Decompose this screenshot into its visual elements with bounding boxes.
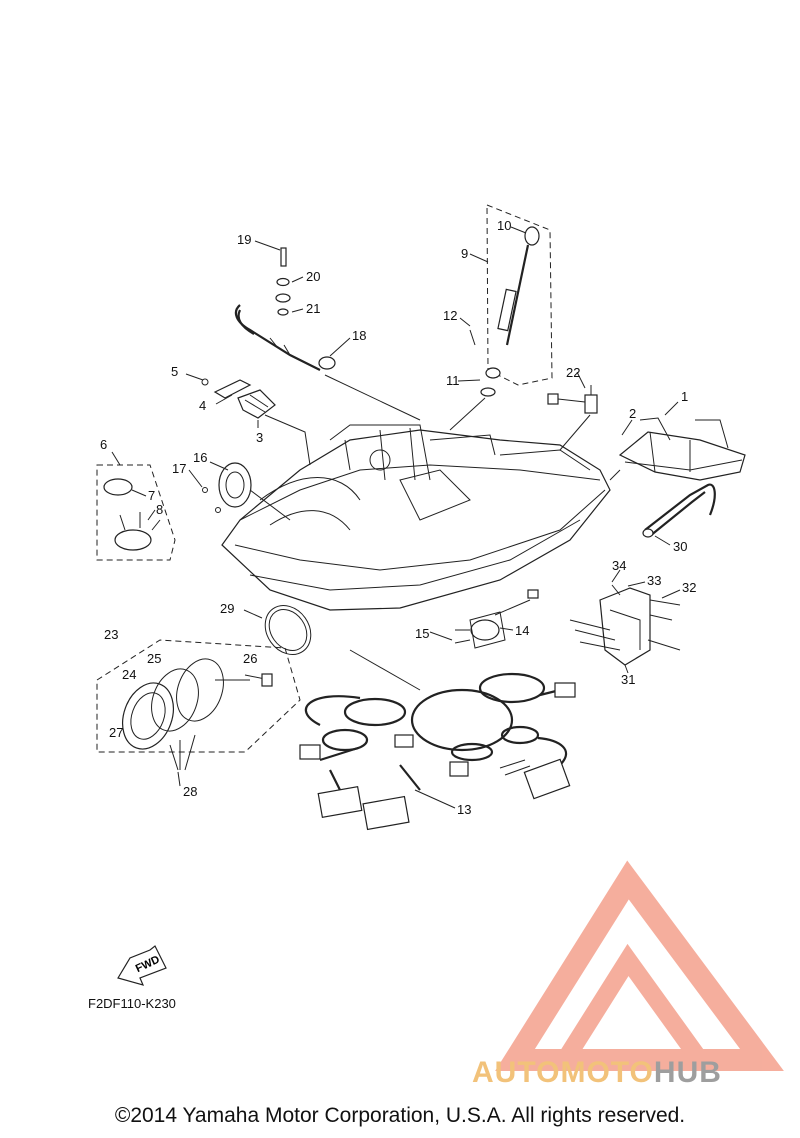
callout-22: 22 xyxy=(566,365,580,380)
callout-27: 27 xyxy=(109,725,123,740)
part-30-rail-illustration xyxy=(642,483,716,538)
part-22-illustration xyxy=(547,385,598,451)
callout-23: 23 xyxy=(104,627,118,642)
callout-8: 8 xyxy=(156,502,163,517)
callout-20: 20 xyxy=(306,269,320,284)
callout-14: 14 xyxy=(515,623,529,638)
part-29-ring-illustration xyxy=(264,605,312,655)
callout-18: 18 xyxy=(352,328,366,343)
callout-9: 9 xyxy=(461,246,468,261)
callout-10: 10 xyxy=(497,218,511,233)
fwd-arrow-icon: FWD xyxy=(117,945,167,986)
part-1-2-illustration xyxy=(609,417,746,481)
callout-5: 5 xyxy=(171,364,178,379)
watermark-text: AUTOMOTOHUB xyxy=(472,1056,722,1090)
callout-31: 31 xyxy=(621,672,635,687)
callout-12: 12 xyxy=(443,308,457,323)
callout-16: 16 xyxy=(193,450,207,465)
part-18-rail-illustration xyxy=(234,247,421,421)
callout-29: 29 xyxy=(220,601,234,616)
callout-17: 17 xyxy=(172,461,186,476)
callout-7: 7 xyxy=(148,488,155,503)
callout-33: 33 xyxy=(647,573,661,588)
part-14-illustration xyxy=(454,589,539,649)
callout-11: 11 xyxy=(446,373,460,388)
part-3-4-5-illustration xyxy=(201,378,311,466)
callout-2: 2 xyxy=(629,406,636,421)
boat-hull-illustration xyxy=(221,424,611,611)
callout-21: 21 xyxy=(306,301,320,316)
callout-24: 24 xyxy=(122,667,136,682)
part-31-illustration xyxy=(569,584,681,666)
diagram-code: F2DF110-K230 xyxy=(88,996,176,1011)
callout-labels: 1 2 3 4 5 6 7 8 9 10 11 12 13 14 15 16 1… xyxy=(100,218,696,817)
part-16-17-illustration xyxy=(202,462,291,521)
callout-25: 25 xyxy=(147,651,161,666)
callout-4: 4 xyxy=(199,398,206,413)
watermark-text-main: AUTOMOTO xyxy=(472,1056,654,1089)
callout-15: 15 xyxy=(415,626,429,641)
callout-3: 3 xyxy=(256,430,263,445)
callout-26: 26 xyxy=(243,651,257,666)
callout-32: 32 xyxy=(682,580,696,595)
callout-1: 1 xyxy=(681,389,688,404)
callout-13: 13 xyxy=(457,802,471,817)
callout-28: 28 xyxy=(183,784,197,799)
callout-30: 30 xyxy=(673,539,687,554)
part-9-box xyxy=(449,204,553,431)
callout-34: 34 xyxy=(612,558,626,573)
watermark-logo-icon xyxy=(495,860,784,1071)
leader-lines xyxy=(111,226,681,809)
group-6-box xyxy=(96,464,176,561)
callout-6: 6 xyxy=(100,437,107,452)
part-13-harness-illustration xyxy=(299,649,576,831)
copyright-notice: ©2014 Yamaha Motor Corporation, U.S.A. A… xyxy=(114,1104,686,1127)
callout-19: 19 xyxy=(237,232,251,247)
watermark-text-hub: HUB xyxy=(653,1056,722,1089)
group-23-box xyxy=(96,639,301,771)
